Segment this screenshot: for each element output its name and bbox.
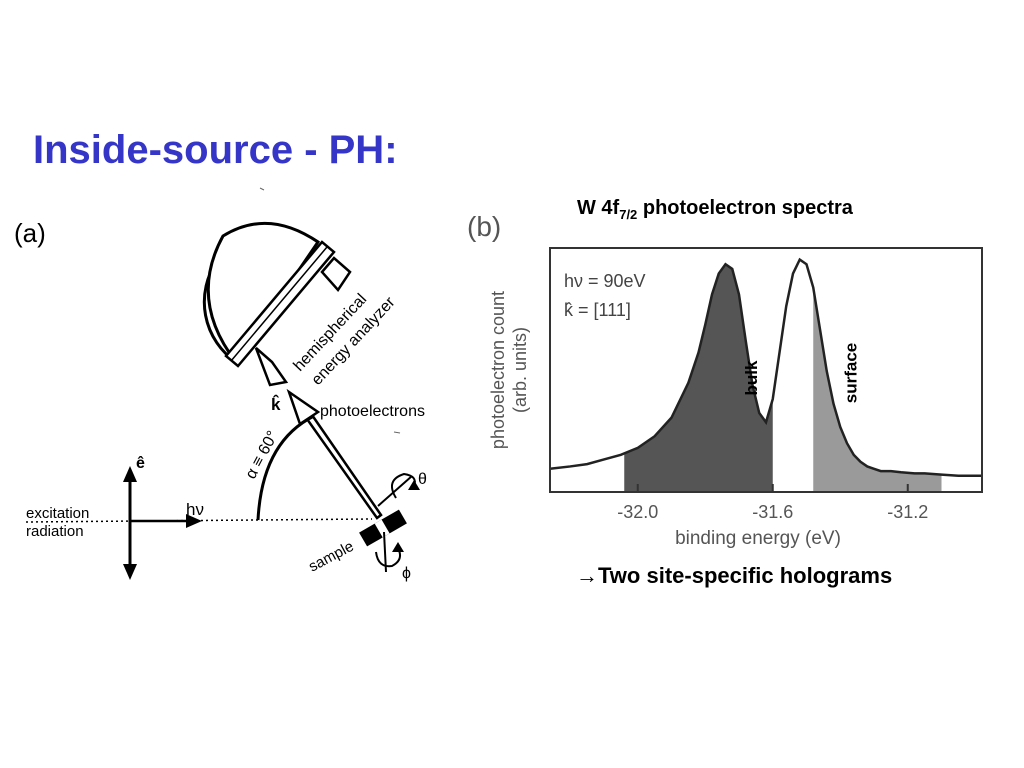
scan-mark [259,187,265,191]
alpha-arc [256,414,315,521]
k-hat-label: k̂ [271,394,281,414]
x-tick-label: -31.2 [887,502,928,522]
caption-subscript: 7/2 [619,207,638,222]
panel-a-diagram: (a) hemispherical energy analyzer k̂ pho… [0,180,450,625]
caption-prefix: W 4f [577,197,620,219]
panel-a-label: (a) [14,218,46,248]
sample-label: sample [306,538,357,576]
hv-label: hν [186,500,204,519]
x-axis-label: binding energy (eV) [675,528,841,549]
y-axis-label-1: photoelectron count [488,291,508,449]
holograms-caption: →Two site-specific holograms [576,563,893,588]
x-axis-ticks: -32.0 -31.6 -31.2 [617,484,928,522]
theta-rotation-arrow [377,472,420,507]
spectra-caption: W 4f7/2 photoelectron spectra [577,197,853,222]
area-surface [813,287,942,492]
annotation-line-1: hν = 90eV [564,271,646,291]
y-axis-label-2: (arb. units) [510,327,530,413]
phi-label: ϕ [402,565,411,582]
plot-area [549,257,982,492]
x-tick-label: -32.0 [617,502,658,522]
excitation-label-1: excitation [26,505,89,522]
panel-b-chart: (b) hν = 90eV k̂ = [111] photoelectron c… [460,180,1000,565]
radiation-arrow [130,514,202,528]
theta-label: θ [418,471,427,488]
polarization-arrow [123,466,137,580]
surface-label: surface [841,343,860,403]
alpha-label: α ≡ 60° [243,428,282,482]
spectrum-line [549,257,982,477]
hemispherical-analyzer [202,221,352,387]
slide-title: Inside-source - PH: [33,128,398,172]
x-tick-label: -31.6 [752,502,793,522]
e-hat-label: ê [136,455,145,472]
bulk-label: bulk [742,360,761,395]
excitation-label-2: radiation [26,523,84,540]
area-bulk [624,264,773,492]
annotation-line-2: k̂ = [111] [564,300,631,320]
phi-rotation-arrow [375,531,404,573]
panel-b-label: (b) [467,211,501,242]
caption-suffix: photoelectron spectra [637,197,853,219]
sample [359,509,407,547]
plot-frame [549,247,983,493]
photoelectrons-label: photoelectrons [320,403,425,420]
scan-mark [393,431,401,434]
